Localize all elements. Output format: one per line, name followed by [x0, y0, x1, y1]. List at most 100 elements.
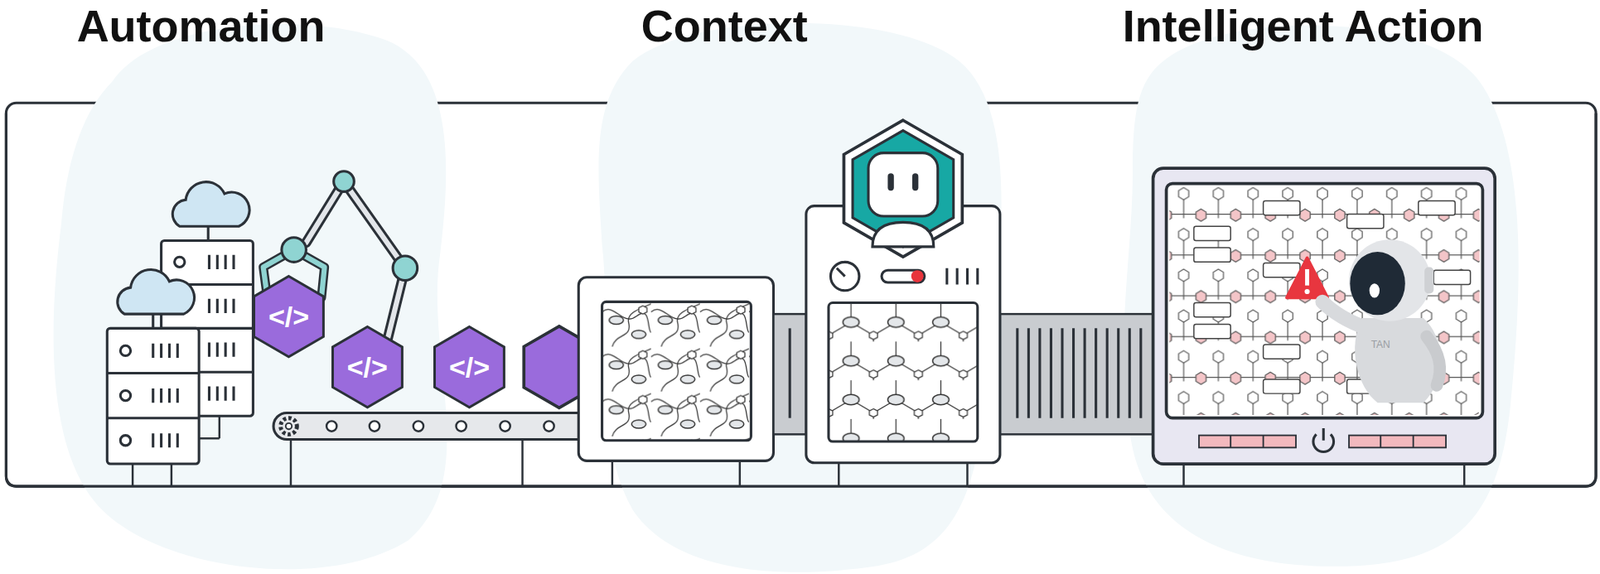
context-panel	[806, 206, 1001, 464]
conveyor-belt	[455, 420, 466, 431]
cloud-icon	[117, 269, 195, 315]
data-panel	[602, 301, 752, 440]
warning-icon	[1286, 257, 1328, 298]
code-hexagon: </>	[252, 275, 325, 358]
robot-badge	[912, 173, 919, 191]
server-rack	[106, 328, 199, 465]
robot-figure	[1348, 239, 1431, 321]
code-symbol: </>	[268, 302, 310, 331]
monitor	[1153, 168, 1496, 465]
server-rack	[106, 372, 199, 375]
hexagon-outline	[435, 327, 505, 408]
monitor	[1347, 213, 1384, 228]
server-rack	[174, 256, 185, 267]
hexagon-outline	[254, 275, 324, 357]
server-rack	[208, 255, 234, 402]
robot-badge	[887, 173, 894, 191]
warning-icon	[1286, 257, 1328, 298]
server-rack	[208, 255, 234, 270]
robot-figure	[1322, 239, 1441, 403]
server-rack	[151, 314, 155, 329]
warning-icon	[1304, 289, 1310, 295]
connector-bar	[1000, 314, 1154, 435]
monitor	[1193, 226, 1231, 241]
context-panel	[881, 270, 925, 283]
leg	[131, 464, 134, 487]
cloud-icon	[172, 182, 250, 228]
robot-badge	[843, 120, 962, 257]
leg	[1182, 464, 1185, 487]
robot-badge	[852, 130, 954, 247]
server-rack	[153, 388, 179, 403]
monitor	[1166, 183, 1484, 419]
leg	[739, 460, 741, 487]
frame-line	[5, 113, 1596, 488]
connector-bar	[1017, 328, 1141, 418]
context-panel	[911, 270, 924, 283]
monitor	[1380, 435, 1413, 449]
monitor	[1193, 303, 1231, 318]
context-panel	[830, 261, 859, 291]
monitor	[1169, 186, 1480, 416]
code-hexagon: </>	[331, 325, 404, 409]
robot-figure	[1426, 336, 1441, 386]
section-heading: Intelligent Action	[1122, 1, 1484, 51]
frame-line	[5, 113, 1596, 488]
conveyor-belt	[273, 413, 600, 440]
server-rack	[207, 226, 210, 241]
monitor	[1433, 270, 1470, 285]
context-panel	[836, 268, 846, 277]
conveyor-belt	[280, 418, 298, 436]
code-symbol: </>	[449, 352, 490, 382]
conveyor-belt	[499, 420, 510, 431]
robot-figure	[1349, 251, 1406, 315]
connector-bar	[773, 314, 806, 435]
leg	[966, 463, 968, 487]
server-rack	[208, 386, 234, 402]
context-panel	[828, 303, 978, 442]
robot-badge-text: TAN	[1371, 339, 1391, 351]
monitor	[1153, 168, 1496, 465]
leg	[837, 463, 840, 487]
robot-arm	[392, 256, 418, 281]
robot-arm	[263, 171, 418, 348]
context-panel	[806, 206, 1001, 464]
conveyor-belt	[273, 413, 600, 440]
server-rack	[120, 345, 131, 356]
robot-figure	[1424, 266, 1434, 294]
section-heading: Automation	[77, 1, 326, 51]
leg	[290, 439, 292, 488]
conveyor-belt	[413, 420, 424, 431]
leg	[521, 439, 523, 488]
server-rack	[153, 433, 179, 448]
server-rack	[208, 343, 234, 358]
section-heading: Context	[641, 1, 808, 51]
leg	[1463, 464, 1465, 487]
monitor	[1193, 247, 1231, 262]
monitor	[1263, 200, 1301, 215]
server-rack	[120, 390, 131, 401]
robot-arm	[333, 171, 355, 193]
data-panel	[578, 277, 774, 462]
monitor	[1263, 344, 1301, 359]
monitor	[1230, 435, 1263, 449]
conveyor-belt	[369, 420, 380, 431]
code-symbol: </>	[347, 352, 388, 382]
warning-icon	[1305, 269, 1310, 286]
monitor	[1418, 200, 1455, 215]
conveyor-belt	[326, 420, 555, 431]
hexagon-outline	[332, 327, 402, 408]
server-rack	[120, 435, 131, 446]
conveyor-belt	[285, 423, 292, 430]
server-rack	[106, 416, 199, 420]
conveyor-belt	[543, 420, 554, 431]
monitor	[1193, 323, 1231, 339]
connector-bar	[788, 328, 792, 418]
robot-arm	[281, 237, 307, 263]
monitor	[1263, 263, 1301, 278]
monitor	[1263, 379, 1301, 394]
server-rack	[153, 343, 179, 358]
monitor	[1348, 435, 1446, 449]
robot-badge	[843, 120, 962, 257]
